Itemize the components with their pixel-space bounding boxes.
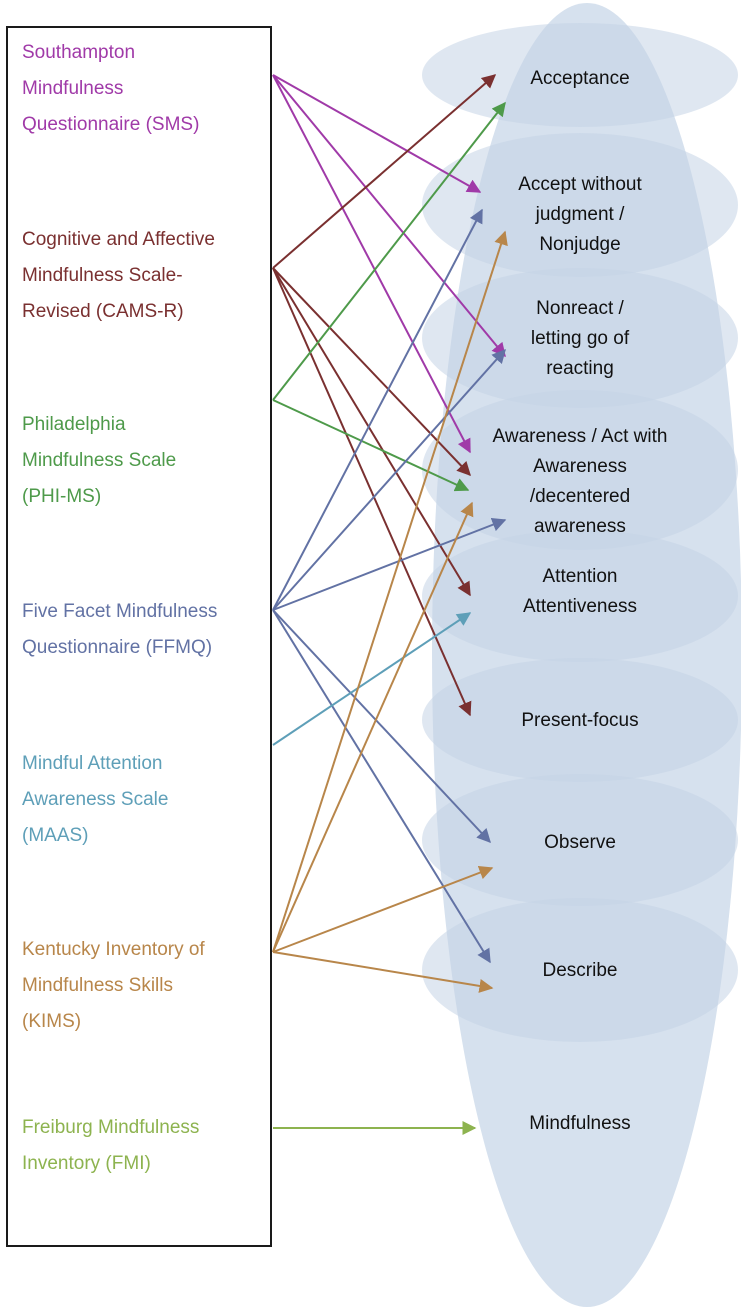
scales-box bbox=[6, 26, 272, 1247]
arrow-kims-to-describe bbox=[272, 951, 494, 993]
present-ellipse bbox=[422, 658, 738, 782]
concept-label-mindfulness: Mindfulness bbox=[529, 1113, 630, 1134]
arrow-phims-to-acceptance bbox=[272, 101, 506, 401]
arrow-cams-to-attention bbox=[272, 267, 471, 597]
arrow-sms-to-awareness bbox=[272, 74, 471, 454]
arrow-phims-to-awareness bbox=[272, 399, 470, 492]
arrow-sms-to-nonreact bbox=[272, 74, 506, 358]
arrow-maas-to-attention bbox=[272, 612, 472, 746]
arrow-ffmq-to-awareness bbox=[272, 518, 507, 611]
concept-label-present: Present-focus bbox=[521, 710, 638, 731]
awareness-ellipse bbox=[422, 390, 738, 550]
arrow-cams-to-awareness bbox=[272, 267, 471, 477]
arrow-kims-to-nonjudge bbox=[272, 230, 508, 953]
attention-ellipse bbox=[422, 530, 738, 662]
acceptance-ellipse bbox=[422, 23, 738, 127]
arrow-ffmq-to-nonjudge bbox=[272, 208, 483, 611]
arrow-kims-to-observe bbox=[272, 865, 494, 953]
connectors bbox=[272, 74, 508, 1135]
nonreact-ellipse bbox=[422, 268, 738, 408]
observe-ellipse bbox=[422, 774, 738, 906]
arrow-ffmq-to-observe bbox=[272, 609, 491, 844]
arrow-kims-to-awareness bbox=[272, 501, 474, 953]
concept-label-observe: Observe bbox=[544, 832, 616, 853]
concept-label-describe: Describe bbox=[543, 960, 618, 981]
describe-ellipse bbox=[422, 898, 738, 1042]
concept-label-acceptance: Acceptance bbox=[530, 68, 629, 89]
arrow-ffmq-to-describe bbox=[272, 609, 491, 964]
arrow-cams-to-acceptance bbox=[272, 74, 497, 269]
arrow-sms-to-nonjudge bbox=[272, 74, 482, 193]
arrow-cams-to-present bbox=[272, 267, 472, 717]
arrow-ffmq-to-nonreact bbox=[272, 348, 506, 611]
